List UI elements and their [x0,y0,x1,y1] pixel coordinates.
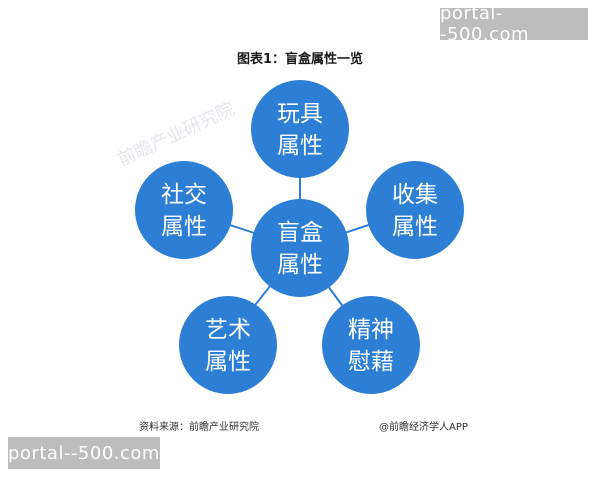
node-art-line1: 艺术 [205,317,251,343]
source-note: 资料来源：前瞻产业研究院 [139,422,259,433]
credit-note: @前瞻经济学人APP [379,422,468,433]
node-collect: 收集 属性 [366,161,464,259]
watermark-top: portal--500.com [440,3,588,45]
node-social: 社交 属性 [135,161,233,259]
node-toy-line1: 玩具 [277,101,323,127]
node-art: 艺术 属性 [179,296,277,394]
node-art-line2: 属性 [205,349,251,375]
node-toy-line2: 属性 [277,133,323,159]
node-social-line1: 社交 [161,182,207,208]
center-node-line2: 属性 [277,252,323,278]
center-node: 盲盒 属性 [251,199,349,297]
node-comfort-line1: 精神 [348,317,394,343]
node-toy: 玩具 属性 [251,80,349,178]
node-comfort: 精神 慰藉 [322,296,420,394]
node-comfort-line2: 慰藉 [348,349,394,375]
node-collect-line1: 收集 [392,182,438,208]
node-social-line2: 属性 [161,214,207,240]
chart-title: 图表1：盲盒属性一览 [236,52,364,67]
watermark-bottom: portal--500.com [8,437,160,469]
node-collect-line2: 属性 [392,214,438,240]
center-node-line1: 盲盒 [277,220,323,246]
